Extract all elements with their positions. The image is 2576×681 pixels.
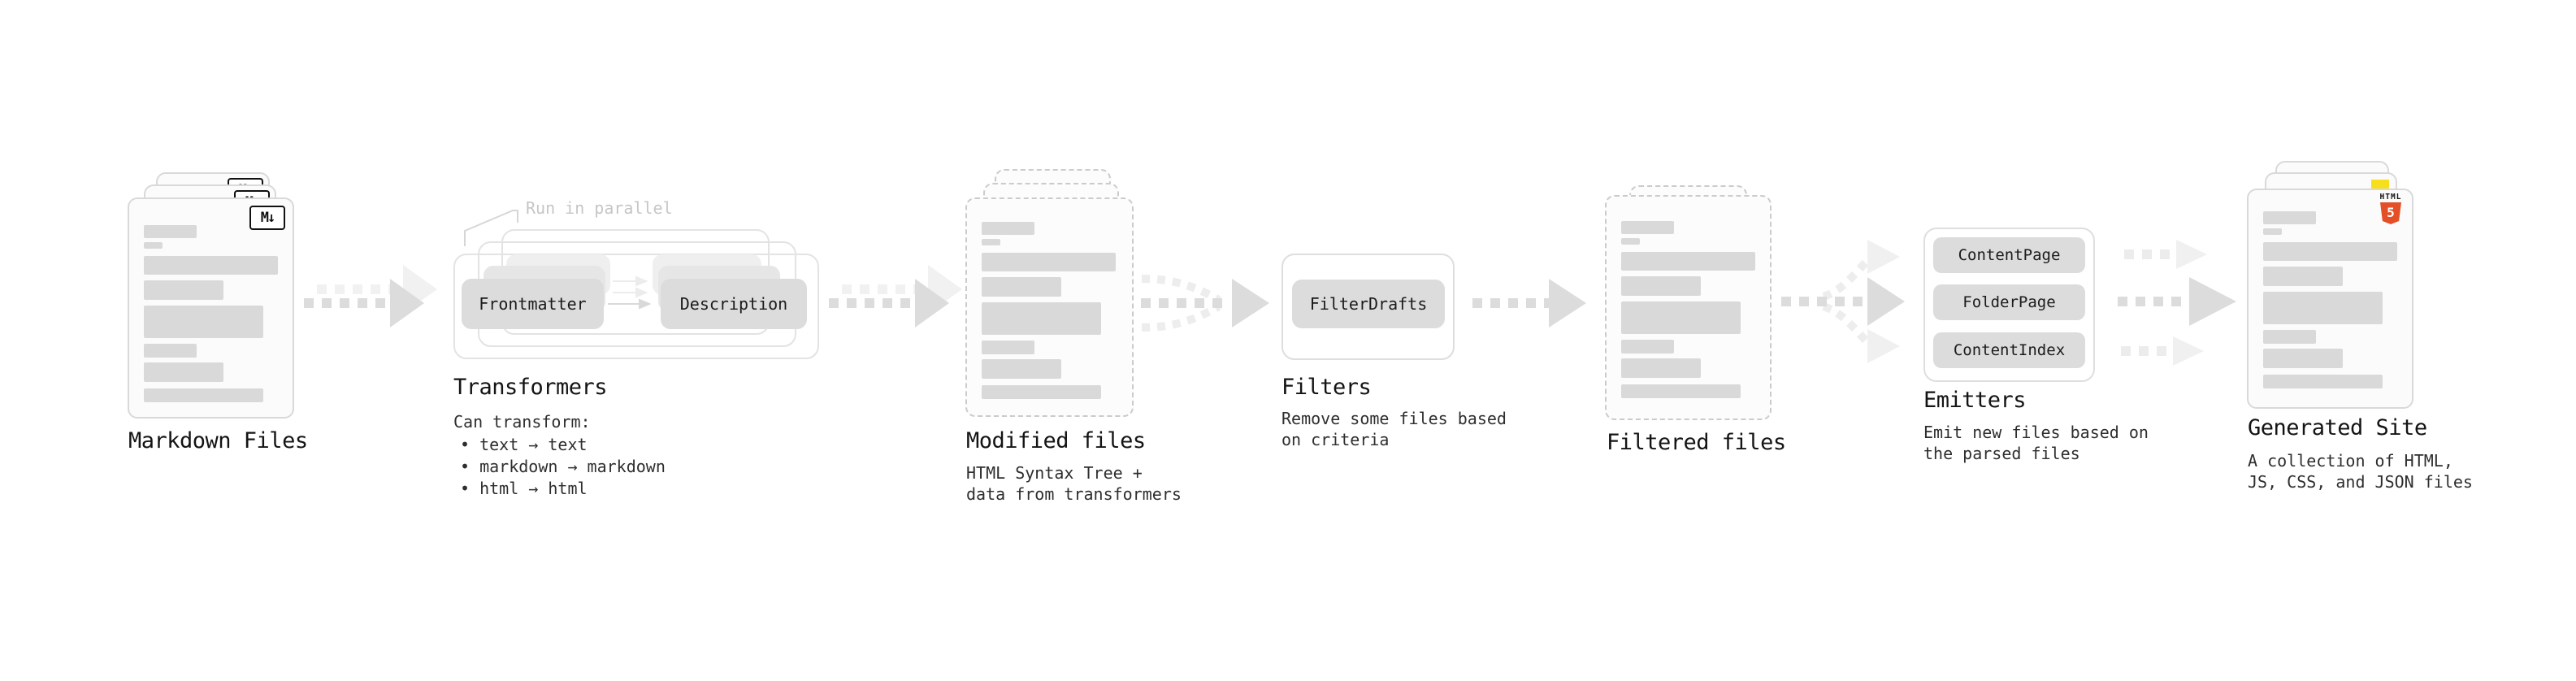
generated-site-desc-2: JS, CSS, and JSON files <box>2248 472 2473 492</box>
transformers-bullet-1: • text → text <box>460 435 588 454</box>
modified-files-desc-2: data from transformers <box>966 484 1182 504</box>
transformers-bullet-2: • markdown → markdown <box>460 457 666 476</box>
arrow-filters-to-filtered <box>1472 279 1586 327</box>
placeholder-text-bars <box>2263 190 2397 388</box>
placeholder-text-bars <box>982 199 1116 399</box>
frontmatter-node: Frontmatter <box>462 279 604 329</box>
markdown-files-label: Markdown Files <box>128 428 308 453</box>
contentpage-node: ContentPage <box>1933 237 2085 273</box>
html5-icon-shield: 5 <box>2380 202 2401 224</box>
filterdrafts-node: FilterDrafts <box>1292 280 1445 328</box>
placeholder-text-bars <box>144 199 278 402</box>
transformers-desc-heading: Can transform: <box>453 412 591 432</box>
transformers-label: Transformers <box>453 375 608 400</box>
arrow-modified-to-filters <box>1141 275 1269 332</box>
modified-files-desc-1: HTML Syntax Tree + <box>966 463 1143 483</box>
filters-desc-2: on criteria <box>1281 430 1390 449</box>
emitters-box <box>1923 228 2095 382</box>
html5-icon: HTML 5 <box>2373 193 2409 224</box>
arrow-markdown-to-transformers <box>304 265 437 327</box>
generated-site-desc-1: A collection of HTML, <box>2248 451 2453 471</box>
arrow-filtered-to-emitters <box>1781 240 1905 363</box>
transformers-bullet-3: • html → html <box>460 479 588 498</box>
filtered-files-label: Filtered files <box>1607 430 1786 455</box>
arrow-transformers-to-modified <box>829 265 962 327</box>
contentindex-node: ContentIndex <box>1933 332 2085 368</box>
placeholder-text-bars <box>1621 197 1755 398</box>
description-node: Description <box>661 279 807 329</box>
filters-desc-1: Remove some files based <box>1281 409 1507 428</box>
parallel-run-arrows <box>608 275 652 310</box>
modified-files-label: Modified files <box>966 428 1146 453</box>
filters-label: Filters <box>1281 375 1372 400</box>
parallel-note-callout-line <box>464 210 518 246</box>
emitters-label: Emitters <box>1923 388 2027 413</box>
markdown-icon: M↓ <box>249 206 285 230</box>
folderpage-node: FolderPage <box>1933 284 2085 320</box>
filtered-file-card-front <box>1605 195 1772 420</box>
emitters-desc-2: the parsed files <box>1923 444 2080 463</box>
html5-icon-label: HTML <box>2379 193 2402 202</box>
transformers-layer-front <box>453 254 819 359</box>
js-icon <box>2371 180 2389 189</box>
emitters-desc-1: Emit new files based on <box>1923 423 2149 442</box>
parallel-note: Run in parallel <box>526 198 673 218</box>
modified-file-card-front <box>965 197 1134 417</box>
markdown-file-card-front: M↓ <box>128 197 294 419</box>
generated-file-card-front: HTML 5 <box>2247 189 2413 409</box>
generated-site-label: Generated Site <box>2248 415 2427 440</box>
arrow-emitters-to-generated <box>2118 240 2236 366</box>
filters-box <box>1281 254 1455 360</box>
